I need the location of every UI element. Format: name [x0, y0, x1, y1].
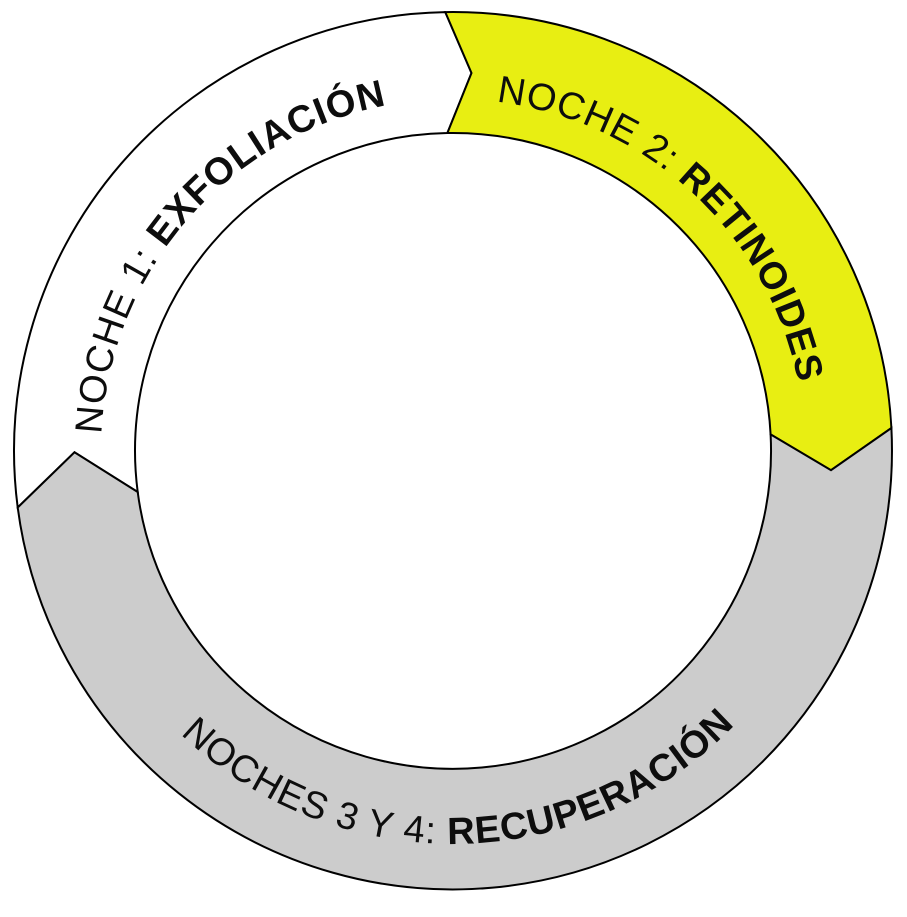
- segment-night-1: [13, 11, 473, 510]
- segment-nights-3-4: [16, 426, 893, 891]
